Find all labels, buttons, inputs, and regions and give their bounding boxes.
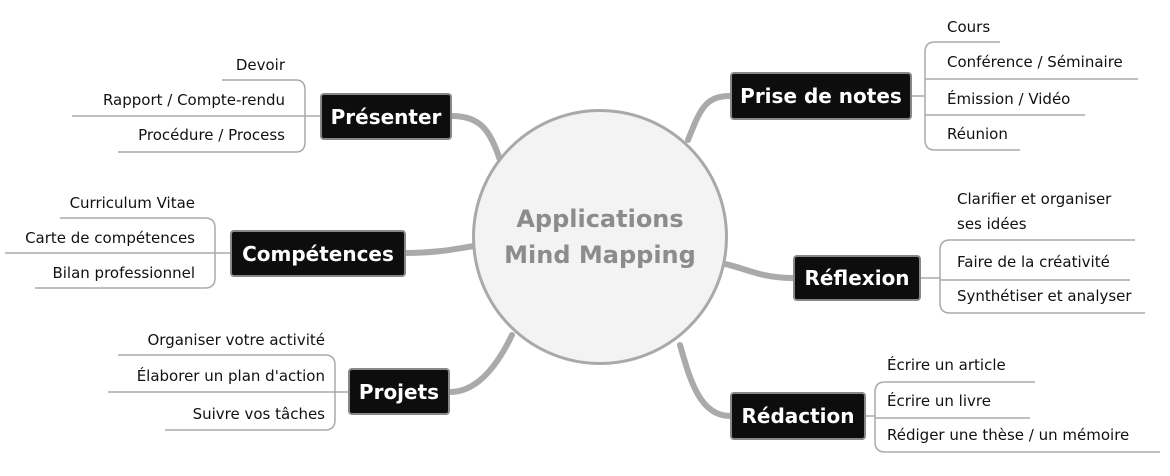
- bracket-prise: [910, 41, 1138, 151]
- connector-prise: [685, 93, 733, 143]
- topic-competences[interactable]: Compétences: [230, 230, 406, 277]
- bracket-redaction: [865, 381, 1160, 453]
- leaf-livre[interactable]: Écrire un livre: [887, 392, 991, 410]
- topic-prise-de-notes[interactable]: Prise de notes: [730, 72, 912, 120]
- connector-reflexion: [722, 261, 796, 281]
- leaf-clarifier-line2[interactable]: ses idées: [957, 215, 1027, 233]
- leaf-article[interactable]: Écrire un article: [887, 356, 1006, 374]
- leaf-emission[interactable]: Émission / Vidéo: [947, 90, 1071, 108]
- leaf-rapport[interactable]: Rapport / Compte-rendu: [102, 91, 285, 109]
- connector-redaction: [677, 342, 733, 419]
- bracket-projets: [108, 354, 348, 431]
- leaf-cv[interactable]: Curriculum Vitae: [69, 194, 195, 212]
- leaf-creativite[interactable]: Faire de la créativité: [957, 253, 1110, 271]
- bracket-presenter: [72, 79, 320, 153]
- central-topic[interactable]: Applications Mind Mapping: [472, 109, 728, 365]
- leaf-suivre[interactable]: Suivre vos tâches: [192, 405, 325, 423]
- leaf-elaborer[interactable]: Élaborer un plan d'action: [136, 367, 325, 385]
- leaf-procedure[interactable]: Procédure / Process: [138, 126, 285, 144]
- connector-presenter: [449, 113, 503, 163]
- bracket-reflexion: [920, 239, 1145, 314]
- leaf-bilan[interactable]: Bilan professionnel: [52, 264, 195, 282]
- leaf-these[interactable]: Rédiger une thèse / un mémoire: [887, 426, 1130, 444]
- topic-projets[interactable]: Projets: [348, 368, 450, 415]
- connector-projets: [447, 332, 515, 395]
- topic-reflexion[interactable]: Réflexion: [793, 255, 921, 301]
- bracket-competences: [5, 217, 230, 289]
- central-topic-line1: Applications: [516, 205, 684, 233]
- leaf-clarifier-line1[interactable]: Clarifier et organiser: [957, 190, 1112, 208]
- topic-presenter[interactable]: Présenter: [320, 93, 452, 140]
- connector-competences: [402, 243, 477, 256]
- leaf-devoir[interactable]: Devoir: [235, 56, 285, 74]
- leaf-conference[interactable]: Conférence / Séminaire: [947, 53, 1123, 71]
- leaf-cours[interactable]: Cours: [947, 18, 991, 36]
- topic-redaction[interactable]: Rédaction: [730, 392, 866, 440]
- leaf-carte[interactable]: Carte de compétences: [25, 229, 195, 247]
- leaf-synthetiser[interactable]: Synthétiser et analyser: [957, 287, 1132, 305]
- leaf-reunion[interactable]: Réunion: [947, 125, 1008, 143]
- central-topic-line2: Mind Mapping: [504, 241, 696, 269]
- leaf-organiser[interactable]: Organiser votre activité: [147, 331, 326, 349]
